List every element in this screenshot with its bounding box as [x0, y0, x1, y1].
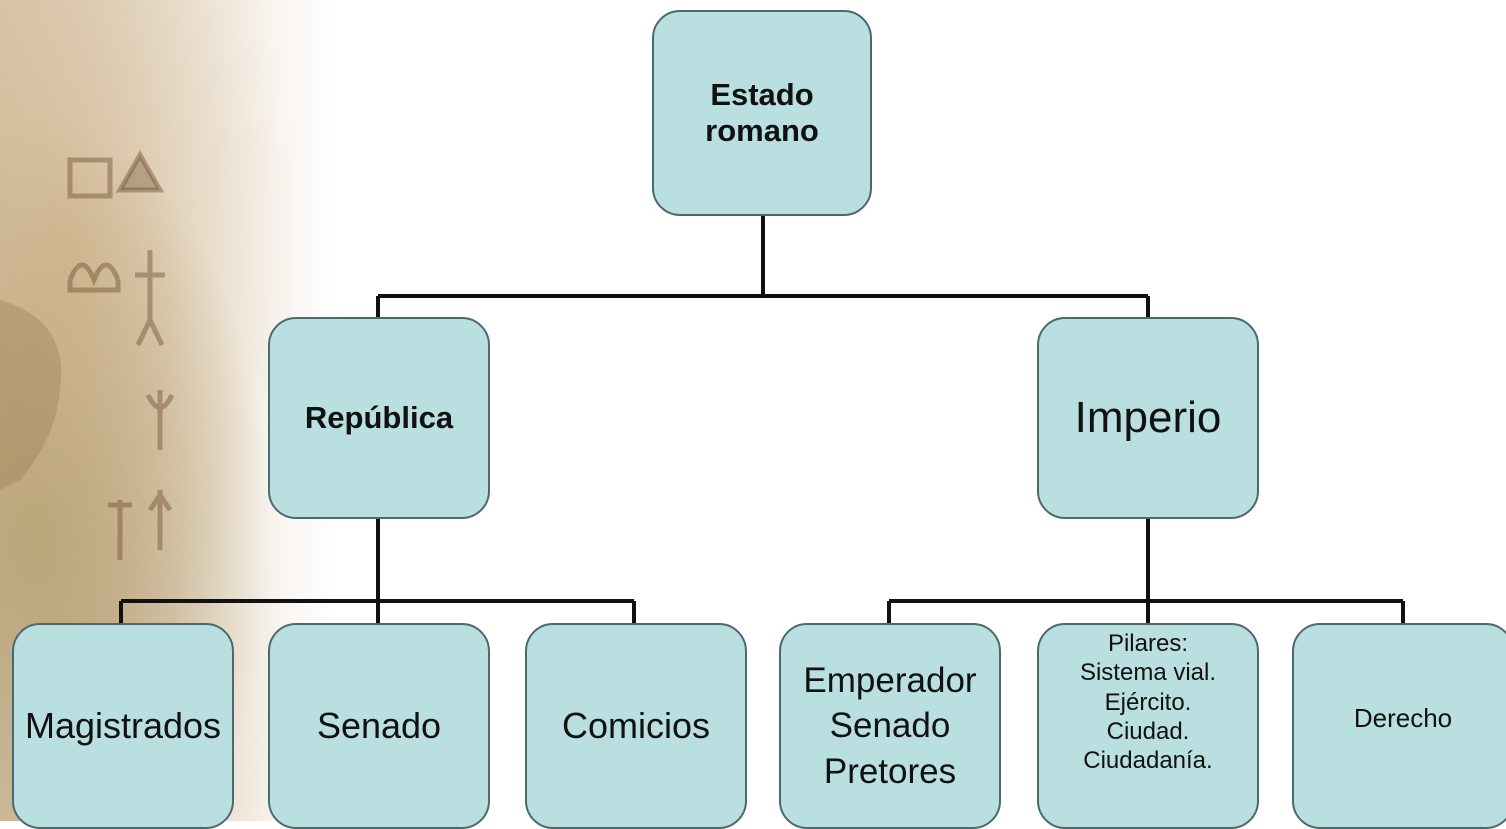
node-comicios-label: Comicios [561, 705, 711, 747]
node-republica: República [268, 317, 490, 519]
node-imperio: Imperio [1037, 317, 1259, 519]
node-senado-label: Senado [316, 705, 442, 747]
node-emperador-line-1: Emperador [803, 660, 977, 700]
node-comicios: Comicios [525, 623, 747, 829]
node-emperador-senado-pretores: Emperador Senado Pretores [779, 623, 1001, 829]
node-derecho-label: Derecho [1353, 703, 1453, 734]
node-pilares-line-3: Ejército. [1104, 688, 1192, 716]
node-pilares-line-5: Ciudadanía. [1083, 747, 1213, 775]
node-pilares-line-4: Ciudad. [1106, 717, 1190, 745]
node-pilares-line-1: Pilares: [1107, 630, 1188, 657]
cave-art-decoration [0, 149, 175, 560]
node-senado: Senado [268, 623, 490, 829]
node-emperador-line-2: Senado [829, 706, 951, 746]
node-republica-label: República [304, 400, 454, 436]
node-emperador-line-3: Pretores [823, 751, 957, 791]
node-derecho: Derecho [1292, 623, 1506, 829]
node-estado-romano-line-2: romano [705, 113, 819, 148]
node-estado-romano-line-1: Estado [710, 77, 814, 113]
node-estado-romano: Estado romano [652, 10, 872, 216]
node-pilares: Pilares: Sistema vial. Ejército. Ciudad.… [1037, 623, 1259, 829]
node-pilares-line-2: Sistema vial. [1079, 659, 1217, 687]
node-magistrados-label: Magistrados [24, 705, 222, 747]
node-magistrados: Magistrados [12, 623, 234, 829]
node-imperio-label: Imperio [1074, 392, 1222, 442]
